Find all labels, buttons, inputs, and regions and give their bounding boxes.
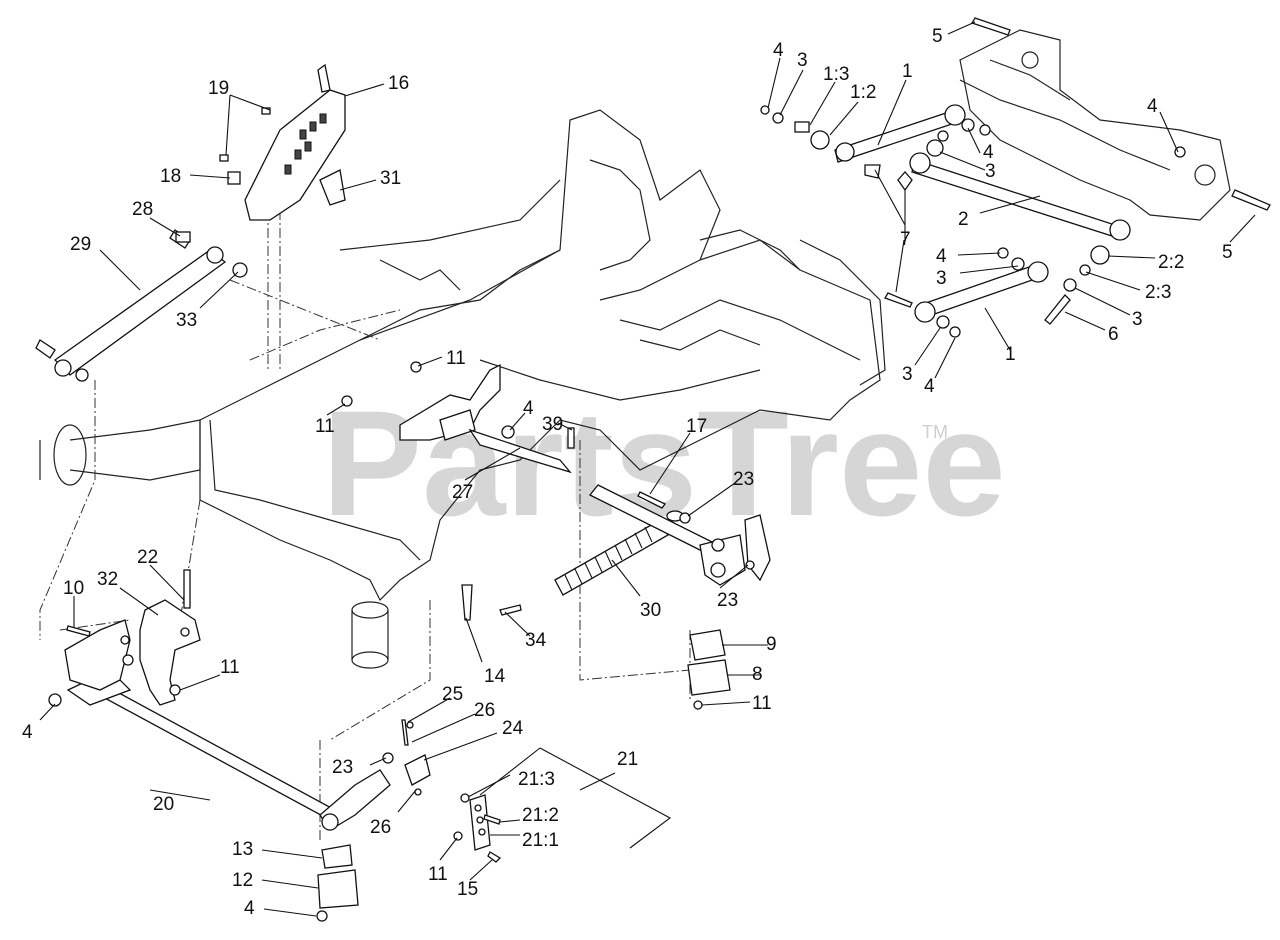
bolt-34: [499, 604, 522, 616]
callout-33: 33: [176, 310, 197, 331]
callout-21-3: 21:3: [518, 769, 555, 790]
link-2: [909, 17, 1271, 241]
callout-17: 17: [686, 416, 707, 437]
callout-11: 11: [315, 416, 335, 437]
callout-1-2: 1:2: [850, 82, 876, 103]
callout-18: 18: [160, 166, 181, 187]
callout-26: 26: [474, 700, 495, 721]
callout-6: 6: [1108, 324, 1119, 345]
callout-25: 25: [442, 684, 463, 705]
callout-21: 21: [617, 749, 638, 770]
callout-2-2: 2:2: [1158, 252, 1184, 273]
leader-lines: [39, 21, 1256, 917]
callout-3: 3: [902, 364, 913, 385]
callout-27: 27: [452, 482, 473, 503]
callout-39: 39: [542, 414, 563, 435]
callout-10: 10: [63, 578, 84, 599]
callout-3: 3: [1132, 309, 1143, 330]
callout-32: 32: [97, 569, 118, 590]
callout-4: 4: [924, 376, 935, 397]
bolt-22: [183, 569, 191, 609]
callout-5: 5: [932, 26, 943, 47]
callout-34: 34: [525, 630, 547, 651]
callout-21-1: 21:1: [522, 830, 559, 851]
rear-frame: [959, 29, 1231, 221]
watermark-tm: TM: [922, 422, 948, 442]
bracket-16: [244, 63, 346, 221]
callout-12: 12: [232, 870, 253, 891]
callout-16: 16: [388, 73, 409, 94]
callout-1-3: 1:3: [823, 64, 849, 85]
pin-39: [567, 427, 575, 449]
bolt-10: [66, 625, 91, 637]
callout-4: 4: [983, 142, 994, 163]
callout-26: 26: [370, 817, 391, 838]
callout-5: 5: [1222, 242, 1233, 263]
callout-23: 23: [733, 469, 754, 490]
callout-2: 2: [958, 209, 969, 230]
main-frame: [39, 109, 886, 669]
callout-4: 4: [773, 40, 784, 61]
callout-30: 30: [640, 600, 661, 621]
callout-13: 13: [232, 839, 253, 860]
callout-21-2: 21:2: [522, 805, 559, 826]
lever-assembly-27: [341, 361, 572, 474]
plate-24: [382, 719, 431, 796]
callout-4: 4: [244, 898, 255, 919]
callout-8: 8: [752, 664, 763, 685]
callout-22: 22: [137, 547, 158, 568]
bolt-19: [219, 107, 271, 162]
callout-23: 23: [332, 757, 353, 778]
callout-3: 3: [797, 50, 808, 71]
callout-29: 29: [70, 234, 91, 255]
chain-21: [453, 793, 502, 863]
callout-labels: 4 3 1:3 1:2 1 5 4 4 3 2 7 5 4 2:2 3 2:3 …: [22, 26, 1233, 919]
callout-11: 11: [428, 864, 448, 885]
callout-24: 24: [502, 718, 524, 739]
callout-4: 4: [523, 398, 534, 419]
callout-4: 4: [936, 246, 947, 267]
callout-1: 1: [1005, 344, 1016, 365]
alignment-lines: [39, 210, 691, 840]
callout-11: 11: [752, 693, 772, 714]
axle-20: [48, 619, 391, 831]
callout-3: 3: [985, 161, 996, 182]
callout-9: 9: [766, 634, 777, 655]
callout-15: 15: [457, 879, 478, 900]
callout-28: 28: [132, 199, 153, 220]
callout-11: 11: [446, 348, 466, 369]
callout-1: 1: [902, 61, 913, 82]
bolt-17: [637, 491, 666, 509]
callout-7: 7: [900, 229, 911, 250]
callout-31: 31: [380, 168, 401, 189]
callout-2-3: 2:3: [1145, 282, 1171, 303]
rod-arm-assembly: [588, 484, 771, 586]
callout-3: 3: [936, 268, 947, 289]
callout-4: 4: [1147, 96, 1158, 117]
callout-19: 19: [208, 78, 229, 99]
clamp-12-13: [316, 844, 359, 922]
link-1-upper: [760, 104, 966, 179]
callout-4: 4: [22, 722, 33, 743]
bolt-28: [175, 231, 191, 243]
clamp-8-9: [687, 629, 731, 710]
callout-11: 11: [220, 657, 240, 678]
callout-14: 14: [484, 666, 506, 687]
link-bar-29: [35, 229, 248, 382]
link-1-lower: [884, 171, 1110, 338]
bracket-32: [139, 599, 201, 706]
spring-30: [554, 510, 684, 596]
pin-14: [461, 584, 473, 621]
callout-20: 20: [153, 794, 174, 815]
callout-23: 23: [717, 590, 738, 611]
